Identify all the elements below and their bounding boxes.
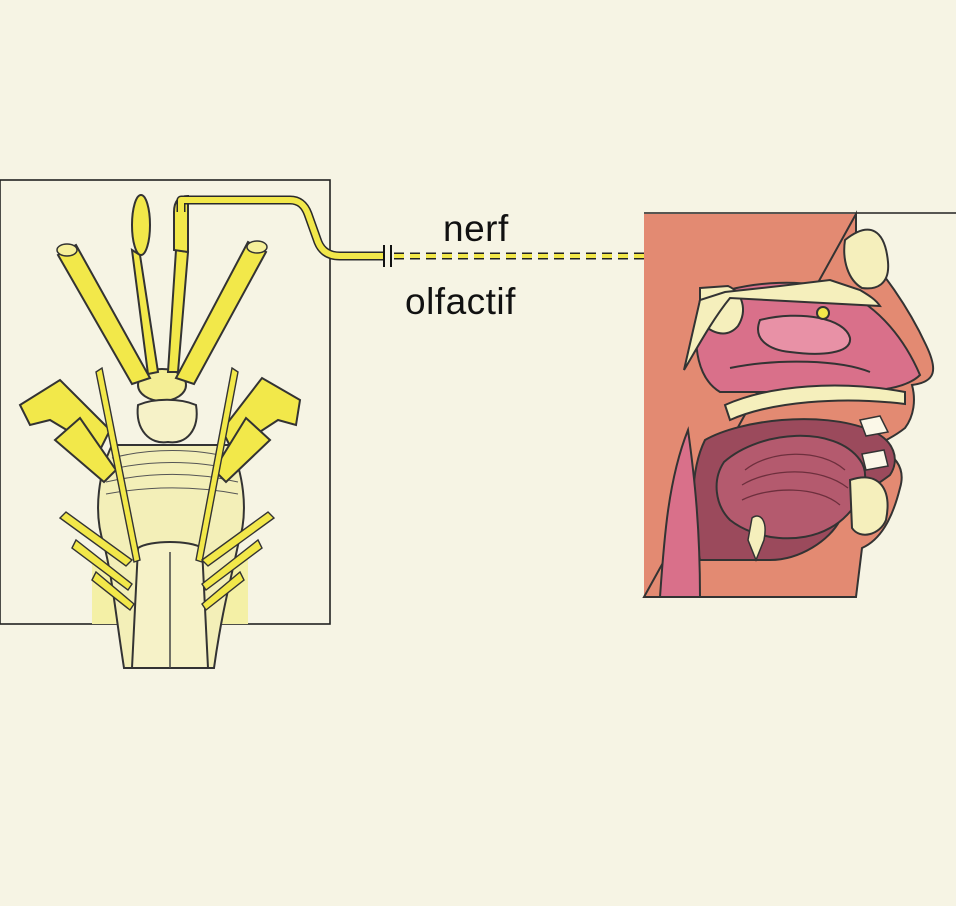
- mandible: [848, 476, 889, 536]
- nasal-bone: [843, 228, 890, 290]
- nasal-conchae: [757, 314, 851, 355]
- nerve-label-line2: olfactif: [405, 281, 516, 322]
- epiglottis: [747, 515, 766, 563]
- nerve-connector-solid: [176, 195, 383, 261]
- brainstem-panel: [0, 179, 331, 669]
- olfactory-bulb-left: [131, 194, 151, 256]
- skull-base: [683, 278, 882, 371]
- nasal-conchae-lower: [729, 360, 871, 373]
- head-section-panel: [642, 210, 956, 598]
- thin-cranial-nerves: [58, 366, 276, 612]
- nerve-label-line1: nerf: [443, 208, 509, 249]
- hard-palate: [723, 384, 906, 422]
- pharynx: [658, 426, 702, 598]
- olfactory-receptor-dot: [816, 306, 830, 320]
- mammillary-bodies: [136, 398, 198, 444]
- optic-nerve-right-cut: [246, 240, 268, 254]
- teeth-upper: [858, 415, 890, 437]
- optic-nerve-right: [174, 240, 268, 386]
- olfactory-tract-right: [166, 248, 190, 373]
- tongue-striations: [741, 453, 849, 506]
- teeth-lower: [861, 449, 889, 471]
- optic-nerve-left-cut: [56, 243, 78, 257]
- tongue: [715, 434, 867, 540]
